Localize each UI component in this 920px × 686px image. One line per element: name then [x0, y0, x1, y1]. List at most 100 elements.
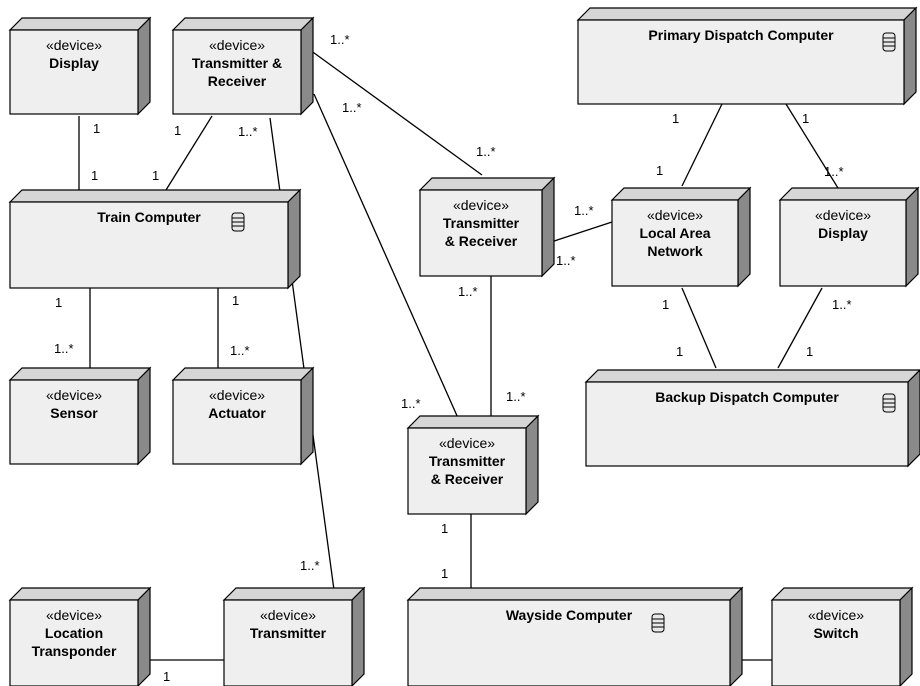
node-side-face [287, 188, 301, 290]
node-wayside-computer: Wayside Computer [406, 586, 744, 686]
multiplicity-m12: 1..* [476, 144, 496, 159]
node-top-face [418, 177, 556, 191]
node-name: Actuator [208, 405, 266, 421]
node-front-face [771, 599, 901, 686]
node-top-face [576, 7, 918, 21]
node-side-face [300, 16, 314, 116]
multiplicity-m27: 1 [163, 669, 170, 684]
node-name: Local Area [639, 225, 710, 241]
connection-line [269, 117, 335, 591]
node-name: Display [49, 55, 99, 71]
stereotype-label: «device» [209, 387, 265, 403]
node-name: Transmitter [443, 215, 520, 231]
node-name: Sensor [50, 405, 98, 421]
multiplicity-m20: 1..* [824, 164, 844, 179]
node-top-face [8, 17, 152, 31]
node-txrx-mid: «device»Transmitter& Receiver [418, 176, 556, 278]
node-side-face [137, 586, 151, 686]
multiplicity-m6: 1..* [330, 32, 350, 47]
multiplicity-m19: 1 [802, 111, 809, 126]
nodes: «device» Display «device» Transmitter & Rece… [8, 6, 920, 686]
node-side-face [729, 586, 743, 686]
connection-line [313, 93, 459, 419]
node-top-face [222, 587, 366, 601]
stereotype-label: «device» [453, 197, 509, 213]
connection-line [785, 103, 839, 189]
node-name: Train Computer [97, 209, 201, 225]
node-side-face [737, 186, 751, 288]
multiplicity-m13: 1..* [574, 203, 594, 218]
multiplicity-m29: 1..* [506, 389, 526, 404]
node-front-face [577, 19, 905, 105]
multiplicity-m14: 1..* [556, 253, 576, 268]
node-front-face [223, 599, 353, 686]
multiplicity-m24: 1 [806, 344, 813, 359]
node-top-face [610, 187, 752, 201]
node-display-tl: «device» Display [8, 16, 152, 116]
node-top-face [406, 415, 540, 429]
multiplicity-labels: 1 1 1 1 1..* 1..* 1..* 1 1..* 1 1..* 1..* 1..* 1..* 1.… [54, 32, 852, 684]
node-side-face [903, 6, 917, 106]
connection-line [681, 103, 723, 187]
node-top-face [8, 587, 152, 601]
multiplicity-m5: 1..* [238, 124, 258, 139]
multiplicity-m9: 1..* [54, 341, 74, 356]
node-name: Primary Dispatch Computer [648, 27, 834, 43]
node-top-face [8, 367, 152, 381]
node-name: Receiver [208, 73, 267, 89]
multiplicity-m3: 1 [174, 123, 181, 138]
multiplicity-m25: 1 [441, 521, 448, 536]
node-side-face [137, 366, 151, 466]
multiplicity-m28: 1..* [300, 558, 320, 573]
connections [78, 49, 839, 661]
node-side-face [137, 16, 151, 116]
multiplicity-m18: 1 [656, 163, 663, 178]
multiplicity-m11: 1..* [230, 343, 250, 358]
multiplicity-m22: 1 [676, 344, 683, 359]
multiplicity-m23: 1..* [832, 297, 852, 312]
node-front-face [9, 29, 139, 115]
node-front-face [407, 599, 731, 686]
database-icon [651, 613, 665, 633]
node-name: Transponder [32, 643, 117, 659]
node-front-face [419, 189, 543, 277]
node-front-face [172, 379, 302, 465]
multiplicity-m16: 1..* [401, 396, 421, 411]
connection-line [309, 49, 483, 176]
node-actuator: «device» Actuator [171, 366, 315, 466]
multiplicity-m4: 1 [152, 168, 159, 183]
stereotype-label: «device» [46, 387, 102, 403]
stereotype-label: «device» [815, 207, 871, 223]
node-txrx-top: «device»Transmitter &Receiver [171, 16, 315, 116]
node-train-computer: Train Computer [8, 188, 302, 290]
stereotype-label: «device» [46, 37, 102, 53]
stereotype-label: «device» [647, 207, 703, 223]
node-name: Display [818, 225, 868, 241]
node-front-face [611, 199, 739, 287]
node-top-face [584, 369, 920, 383]
node-transmitter: «device»Transmitter [222, 586, 366, 686]
node-side-face [300, 366, 314, 466]
multiplicity-m15: 1..* [458, 284, 478, 299]
node-side-face [351, 586, 365, 686]
stereotype-label: «device» [46, 607, 102, 623]
node-side-face [541, 176, 555, 278]
node-name: Transmitter & [192, 55, 282, 71]
node-name: Backup Dispatch Computer [655, 389, 839, 405]
node-top-face [8, 189, 302, 203]
node-name: Wayside Computer [506, 607, 633, 623]
node-front-face [172, 29, 302, 115]
node-name: Network [647, 243, 702, 259]
stereotype-label: «device» [439, 435, 495, 451]
node-front-face [407, 427, 527, 515]
node-front-face [585, 381, 909, 467]
node-top-face [406, 587, 744, 601]
node-side-face [905, 186, 919, 288]
node-name: Location [45, 625, 103, 641]
node-side-face [899, 586, 913, 686]
multiplicity-m26: 1 [441, 566, 448, 581]
node-front-face [9, 379, 139, 465]
multiplicity-m7: 1..* [342, 100, 362, 115]
